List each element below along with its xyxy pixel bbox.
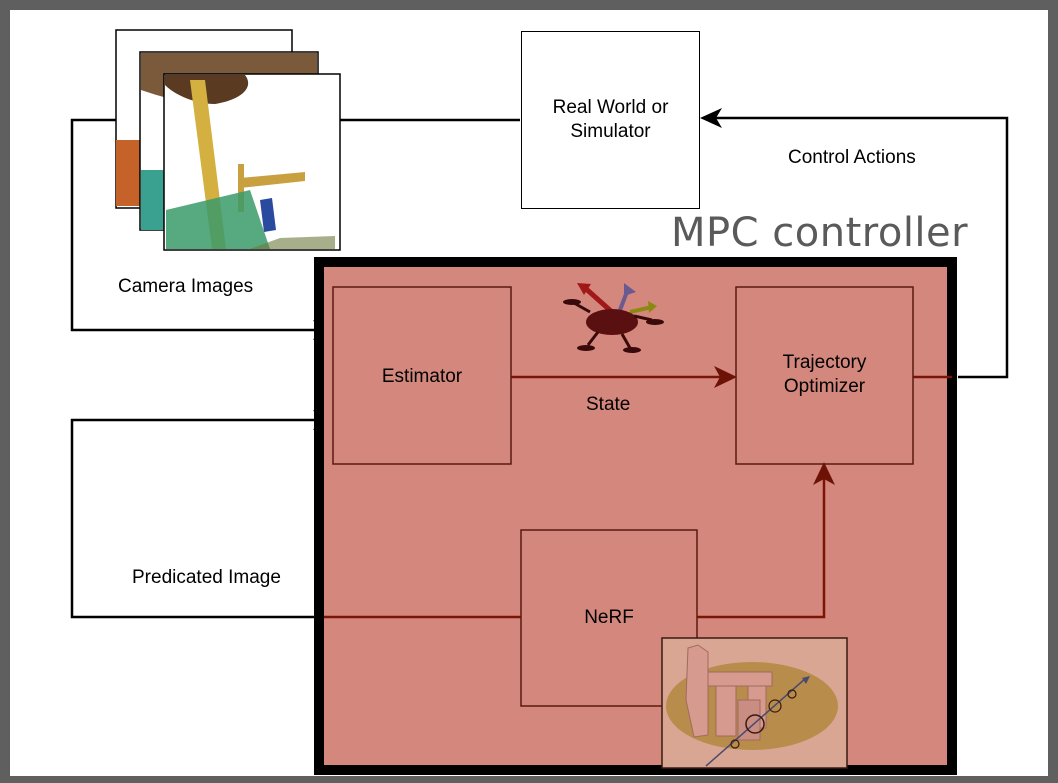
nerf-label: NeRF — [521, 606, 697, 630]
control-actions-label: Control Actions — [788, 146, 916, 170]
trajectory-optimizer-label: Trajectory Optimizer — [736, 351, 913, 399]
real-world-simulator-label: Real World or Simulator — [553, 96, 669, 144]
camera-images-label: Camera Images — [118, 275, 253, 299]
mpc-controller-title: MPC controller — [671, 210, 968, 256]
camera-image-stack — [116, 30, 340, 250]
estimator-label: Estimator — [333, 365, 511, 389]
state-label: State — [586, 393, 630, 417]
stonehenge-scene-thumbnail — [662, 638, 847, 768]
real-world-simulator-node: Real World or Simulator — [521, 31, 700, 209]
predicated-image-label: Predicated Image — [132, 566, 281, 590]
mpc-controller-region — [319, 262, 952, 770]
